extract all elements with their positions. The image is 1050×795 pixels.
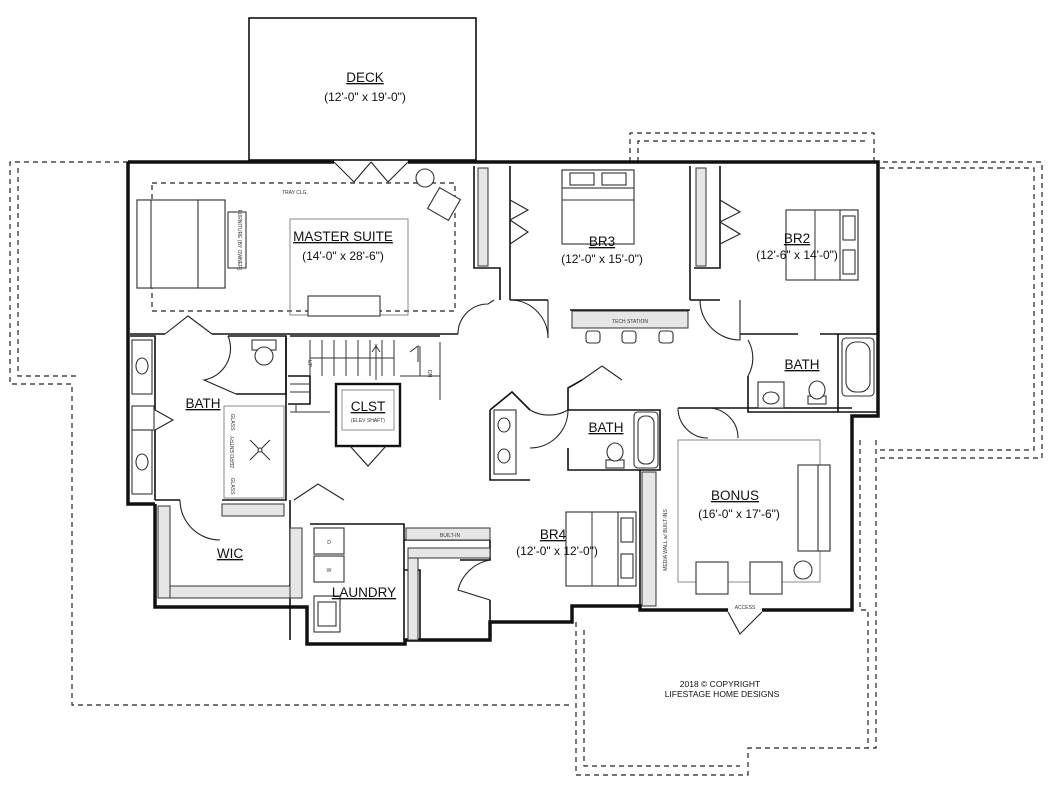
built-in: BUILT-IN [405,527,491,641]
washer-label: W [327,568,332,574]
door-swing [457,299,495,335]
stool-icon [658,330,674,344]
master-suite-dims: (14'-0" x 28'-6") [302,249,384,263]
door-swing [202,335,237,395]
chair-icon [695,561,729,595]
access-note: ACCESS [735,605,756,611]
bath-br2: BATH [747,337,875,409]
built-in-label: BUILT-IN [440,533,461,539]
br2: BR2 (12'-6" x 14'-0") [695,167,859,341]
tech-station-label: TECH STATION [612,319,648,325]
bath-br2-label: BATH [784,357,819,372]
br2-dims: (12'-6" x 14'-0") [756,248,838,262]
tray-clg-note: TRAY CLG. [282,190,308,196]
dryer-icon [313,527,345,555]
chair-icon [415,168,462,222]
bath-hall-label: BATH [588,420,623,435]
bed-icon [565,511,637,587]
br3-dims: (12'-0" x 15'-0") [561,252,643,266]
door-swing [699,299,741,341]
company-line: LIFESTAGE HOME DESIGNS [665,689,780,699]
clst-label: CLST [351,399,386,414]
exterior-walls [126,160,880,646]
door-swing [154,409,175,431]
door-swing [529,409,569,449]
french-door [333,161,409,183]
bed-icon [561,169,635,245]
stairs: UP DN [290,340,441,413]
door-swing [747,339,754,377]
door-swing [677,407,739,439]
door-swing [349,445,387,467]
tech-station: TECH STATION [585,319,674,344]
sofa-icon [797,464,831,552]
access-door [727,611,763,635]
master-suite: TRAY CLG. FURNITURE (BY OWNER) MASTER SU… [136,161,462,317]
door-swing [509,299,549,339]
bath-master: ZERO ENTRY GLASS GLASS BATH [131,315,285,499]
bonus-label: BONUS [711,488,759,503]
door-swing [293,483,345,501]
stool-icon [585,330,601,344]
deck: DECK (12'-0" x 19'-0") [248,17,477,161]
table-icon [793,560,813,580]
bonus-dims: (16'-0" x 17'-6") [698,507,780,521]
interior-walls [130,166,878,640]
br4-label: BR4 [540,527,567,542]
media-wall-note: MEDIA WALL w/ BUILT-INS [663,509,669,571]
closet-door [509,199,530,245]
washer-icon [313,555,345,583]
master-suite-label: MASTER SUITE [293,229,393,244]
media-wall [641,471,657,607]
dryer-label: D [327,540,331,546]
door-swing [457,559,491,601]
glass-note: GLASS [229,414,235,431]
clst: CLST (ELEV SHAFT) [334,382,402,467]
clst-sub: (ELEV SHAFT) [351,418,385,424]
door-swing [179,499,221,541]
shower-icon [223,405,285,499]
laundry-label: LAUNDRY [332,585,396,600]
bonus: MEDIA WALL w/ BUILT-INS BONUS (16'-0" x … [641,407,831,635]
br3-label: BR3 [589,234,615,249]
copyright-line: 2018 © COPYRIGHT [680,679,760,689]
wic: WIC [157,483,345,599]
stair-up-note: UP [306,360,312,368]
roof-outline [9,132,1043,776]
bath-hall: BATH [493,365,659,475]
copyright: 2018 © COPYRIGHT LIFESTAGE HOME DESIGNS [665,679,780,699]
br4-dims: (12'-0" x 12'-0") [516,544,598,558]
deck-dims: (12'-0" x 19'-0") [324,90,406,104]
stair-dn-note: DN [426,370,432,378]
br3: BR3 (12'-0" x 15'-0") [477,167,643,339]
closet-door [719,199,742,245]
bed-icon [136,199,247,289]
door-swing [581,365,623,381]
br4: BR4 (12'-0" x 12'-0") [457,479,637,601]
furniture-note: FURNITURE (BY OWNER) [236,210,242,271]
zero-entry-note: ZERO ENTRY [230,435,236,468]
bed-icon [785,209,859,281]
sofa-icon [307,295,381,317]
chair-icon [749,561,783,595]
door-swing [164,315,213,335]
linen-icon [131,405,155,431]
deck-label: DECK [346,70,384,85]
glass-note: GLASS [229,478,235,495]
wic-label: WIC [217,546,243,561]
br2-label: BR2 [784,231,810,246]
bath-master-label: BATH [185,396,220,411]
laundry: D W LAUNDRY [313,527,396,633]
stool-icon [621,330,637,344]
